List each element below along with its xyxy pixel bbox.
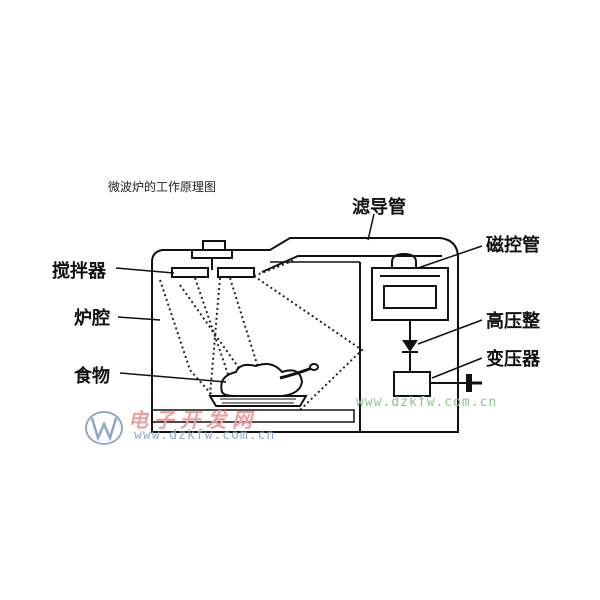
food-blob <box>220 363 304 397</box>
label-hv-rectifier: 高压整 <box>486 311 540 332</box>
magnetron-antenna <box>391 252 417 268</box>
food-leg <box>279 366 313 380</box>
label-filter-tube: 滤导管 <box>352 197 406 218</box>
diagram-caption: 微波炉的工作原理图 <box>108 180 217 194</box>
oven-body <box>151 237 459 433</box>
watermark-url-top: www.dzkfw.com.cn <box>356 395 498 410</box>
plug <box>466 374 472 392</box>
transformer-box <box>393 371 431 397</box>
label-food: 食物 <box>74 366 110 387</box>
label-cavity: 炉腔 <box>74 308 110 329</box>
stirrer-base <box>191 249 233 259</box>
cavity-floor <box>152 409 355 423</box>
stirrer-blade-right <box>217 267 255 278</box>
stirrer-blade-left <box>171 267 209 278</box>
watermark-site-name: 电子开发网 <box>128 408 258 432</box>
label-magnetron: 磁控管 <box>486 235 540 256</box>
label-stirrer: 搅拌器 <box>52 261 106 282</box>
dzkfw-logo-icon <box>85 411 123 445</box>
stirrer-cap <box>202 240 226 251</box>
magnetron-cavity <box>383 285 437 309</box>
diode-symbol <box>402 340 418 352</box>
plate-pattern <box>220 398 296 404</box>
food-bone <box>309 363 319 371</box>
leader-lines <box>115 213 483 383</box>
label-transformer: 变压器 <box>486 349 540 370</box>
watermark-url-bottom: www.dzkfw.com.cn <box>134 428 276 443</box>
microwave-paths <box>159 259 364 411</box>
